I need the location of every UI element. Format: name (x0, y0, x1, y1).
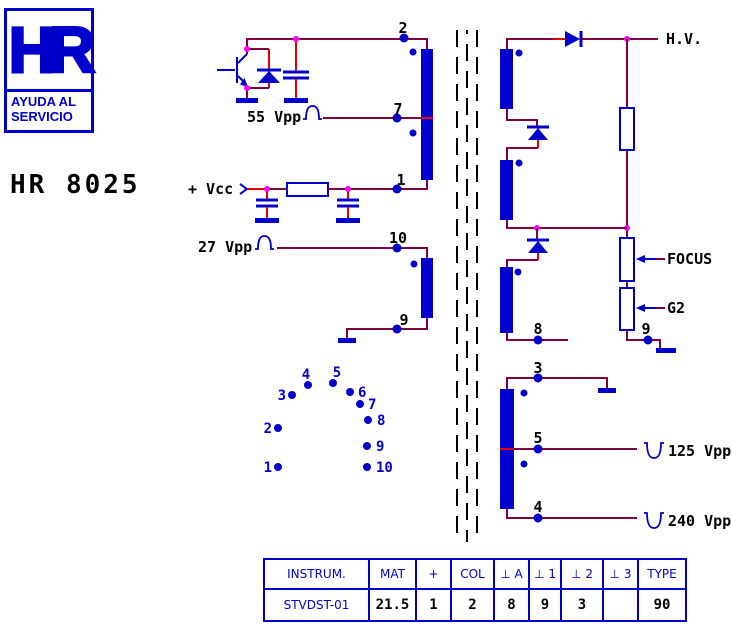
pin-5-label: 5 (533, 429, 542, 447)
spec-table-header-row: INSTRUM. MAT + COL ⊥ A ⊥ 1 ⊥ 2 ⊥ 3 TYPE (263, 558, 687, 590)
pin-3-label: 3 (533, 359, 542, 377)
value-gnd-a: 8 (493, 588, 530, 622)
pin-8-label: 8 (533, 320, 542, 338)
negative-pulse-waveform-icon (644, 442, 664, 459)
pin-2-dot (399, 33, 409, 43)
bleeder-resistor-icon (619, 39, 635, 238)
hv-winding-3-icon (500, 267, 568, 345)
pinout-pin-label: 6 (358, 385, 366, 401)
pin-9-left-label: 9 (399, 311, 408, 329)
hr-logo-text: HR (7, 13, 96, 88)
pinout-pin-label: 9 (376, 439, 384, 455)
value-gnd-1: 9 (528, 588, 562, 622)
positive-pulse-waveform-icon (303, 105, 322, 120)
pinout-pin-label: 3 (278, 388, 286, 404)
vcc-input-filter (239, 180, 428, 223)
positive-pulse-waveform-icon (255, 235, 274, 250)
pinout-pin-label: 1 (264, 460, 272, 476)
hr-logo: HR AYUDA AL SERVICIO (4, 8, 97, 133)
col-header-gnd-3: ⊥ 3 (602, 558, 639, 590)
primary-winding-icon (409, 48, 433, 180)
col-header-plus: + (415, 558, 452, 590)
pin-1-label: 1 (396, 171, 405, 189)
model-title: HR 8025 (10, 170, 141, 200)
hv-label: H.V. (666, 30, 702, 48)
col-header-type: TYPE (637, 558, 687, 590)
hv-winding-2-icon (500, 159, 627, 231)
hr-logo-tagline: AYUDA AL SERVICIO (7, 89, 91, 124)
hv-rectifier-diode-mid-icon (506, 109, 549, 160)
transformer-core-icon (456, 30, 478, 542)
tagline-line2: SERVICIO (11, 108, 73, 124)
hv-rectifier-diode-top-icon (506, 31, 658, 49)
pin-10-label: 10 (389, 229, 407, 247)
pinout-pin-label: 4 (302, 367, 310, 383)
hv-winding-1-icon (500, 49, 523, 109)
pinout-pin-label: 2 (264, 421, 272, 437)
spec-table-value-row: STVDST-01 21.5 1 2 8 9 3 90 (263, 588, 687, 622)
focus-potentiometer-icon (619, 237, 665, 282)
hv-rectifier-diode-bottom-icon (506, 228, 549, 267)
vpp125-label: 125 Vpp (668, 442, 731, 460)
col-header-instrum: INSTRUM. (263, 558, 370, 590)
pinout-pin-label: 10 (376, 460, 393, 476)
col-header-col: COL (450, 558, 495, 590)
vpp240-label: 240 Vpp (668, 512, 731, 530)
lv-winding-icon (277, 243, 433, 343)
pinout-pin-label: 7 (368, 397, 376, 413)
tagline-line1: AYUDA AL (11, 94, 77, 109)
tuning-capacitor-icon (283, 39, 309, 103)
secondary-winding-bottom-icon (500, 373, 637, 523)
col-header-gnd-a: ⊥ A (493, 558, 530, 590)
col-header-mat: MAT (368, 558, 417, 590)
g2-label: G2 (667, 299, 685, 317)
pin-4-label: 4 (533, 498, 542, 516)
spec-table: INSTRUM. MAT + COL ⊥ A ⊥ 1 ⊥ 2 ⊥ 3 TYPE … (263, 558, 687, 622)
focus-label: FOCUS (667, 250, 712, 268)
value-gnd-2: 3 (560, 588, 604, 622)
pinout-pin-label: 8 (377, 413, 385, 429)
negative-pulse-waveform-icon (644, 512, 664, 529)
pin-9-right-label: 9 (641, 320, 650, 338)
vpp55-label: 55 Vpp (247, 108, 301, 126)
vpp27-label: 27 Vpp (198, 238, 252, 256)
input-chevron-icon (239, 183, 249, 195)
value-col: 2 (450, 588, 495, 622)
value-gnd-3 (602, 588, 639, 622)
value-instrum: STVDST-01 (263, 588, 370, 622)
pin-7-label: 7 (393, 100, 402, 118)
pinout-pin-label: 5 (333, 365, 341, 381)
value-type: 90 (637, 588, 687, 622)
value-plus: 1 (415, 588, 452, 622)
pin-9-right-ground (626, 330, 676, 353)
pinout-bottom-view: 1 2 3 4 5 6 7 8 9 10 (264, 365, 393, 476)
pin-7-tap (323, 113, 433, 123)
vcc-label: + Vcc (188, 180, 233, 198)
pin-1-dot (392, 184, 402, 194)
value-mat: 21.5 (368, 588, 417, 622)
col-header-gnd-2: ⊥ 2 (560, 558, 604, 590)
damper-diode-icon (247, 48, 281, 89)
pin-2-label: 2 (398, 19, 407, 37)
col-header-gnd-1: ⊥ 1 (528, 558, 562, 590)
